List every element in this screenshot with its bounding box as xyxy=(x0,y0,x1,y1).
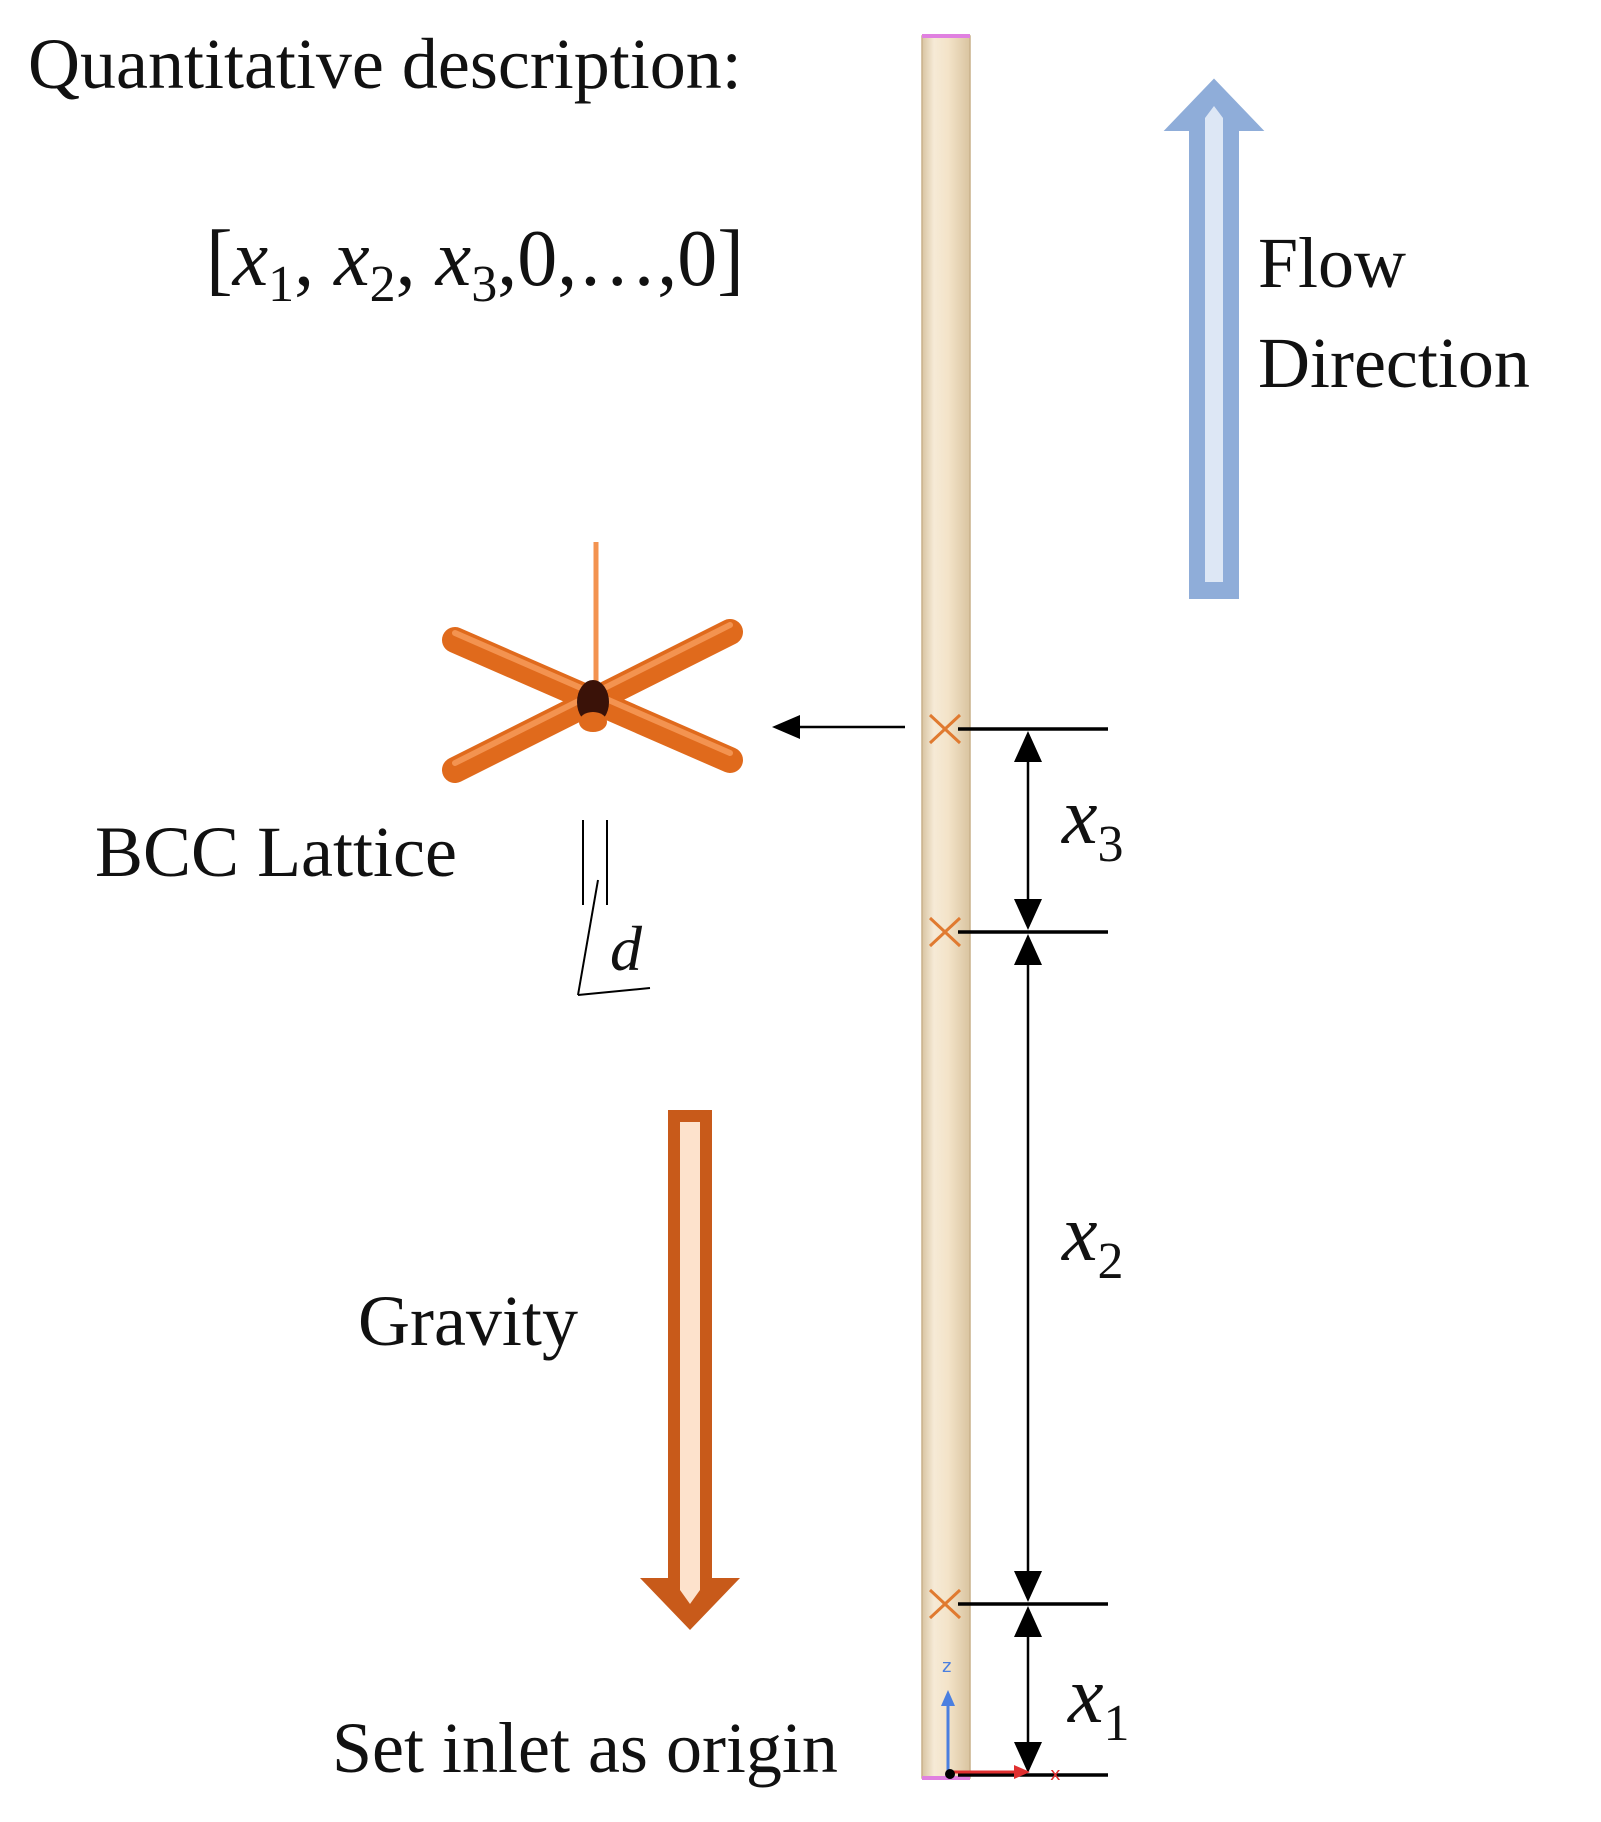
flow-label-line1: Flow xyxy=(1258,223,1406,303)
axis-x-label: x xyxy=(1050,1764,1061,1785)
axis-z-label: z xyxy=(942,1656,951,1677)
axis-triad-icon xyxy=(941,1690,1030,1779)
origin-label: Set inlet as origin xyxy=(332,1708,838,1788)
flow-label-line2: Direction xyxy=(1258,323,1530,403)
dimension-reference-lines xyxy=(958,727,1108,1777)
vector-sep-1: , xyxy=(294,215,334,303)
vector-open-bracket: [ xyxy=(206,215,233,303)
vector-sep-2: , xyxy=(396,215,436,303)
vector-x1-symbol: x xyxy=(232,215,269,303)
cross-marker-icon xyxy=(928,713,962,745)
vector-x2-symbol: x xyxy=(333,215,370,303)
pipe-tube xyxy=(921,34,971,1780)
quantitative-vector: [x1, x2, x3,0,…,0] xyxy=(206,215,744,313)
vector-close-bracket: ] xyxy=(717,215,744,303)
dimension-x2-label: x2 xyxy=(1061,1190,1124,1290)
cross-marker-icon xyxy=(928,1588,962,1620)
bcc-lattice-icon xyxy=(442,529,743,872)
dimension-x2-arrow xyxy=(1014,934,1042,1602)
cross-marker-icon xyxy=(928,916,962,948)
lattice-pointer-arrow xyxy=(772,715,905,739)
vector-x3-symbol: x xyxy=(435,215,472,303)
vector-x3-subscript: 3 xyxy=(471,256,497,313)
down-arrow-icon xyxy=(640,1110,740,1630)
dimension-x3-arrow xyxy=(1014,731,1042,930)
gravity-label: Gravity xyxy=(358,1281,578,1361)
vector-x2-subscript: 2 xyxy=(370,256,396,313)
vector-tail: ,0,…,0 xyxy=(497,215,717,303)
dimension-x1-label: x1 xyxy=(1067,1652,1130,1752)
up-arrow-icon xyxy=(1163,78,1265,599)
dimension-x1-arrow xyxy=(1014,1606,1042,1773)
diameter-marker xyxy=(577,820,651,996)
diameter-label: d xyxy=(610,913,643,984)
diagram-title: Quantitative description: xyxy=(28,24,742,104)
vector-x1-subscript: 1 xyxy=(268,256,294,313)
dimension-x3-label: x3 xyxy=(1061,773,1124,873)
lattice-label: BCC Lattice xyxy=(95,812,457,892)
